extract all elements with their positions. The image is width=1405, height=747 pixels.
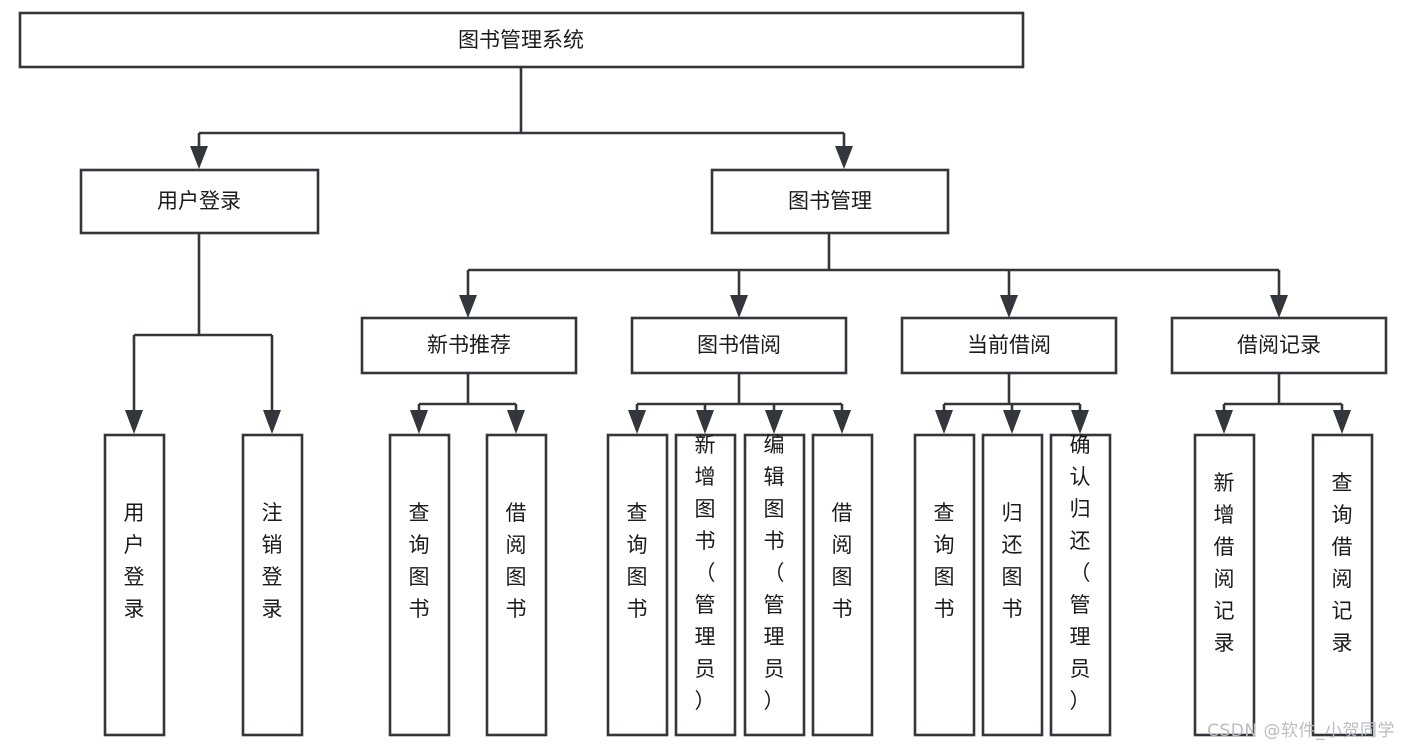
connector-currentborrow-to-leaves — [935, 373, 1089, 434]
arrow-head-icon — [1000, 295, 1018, 318]
leaf-current-borrow-1[interactable]: 归还图书 — [981, 433, 1044, 737]
leaf-current-borrow-0[interactable]: 查询图书 — [913, 433, 976, 737]
leaf-new-book-recommend-0[interactable]: 查询图书 — [388, 433, 451, 737]
connector-newbook-to-leaves — [410, 373, 525, 434]
node-root[interactable]: 图书管理系统 — [18, 11, 1025, 69]
leaf-borrow-record-1[interactable]: 查询借阅记录 — [1311, 433, 1374, 737]
node-root-label: 图书管理系统 — [458, 28, 584, 52]
leaf-book-borrow-1[interactable]: 新增图书（管理员） — [674, 433, 737, 737]
node-current-borrow-label: 当前借阅 — [967, 333, 1051, 357]
arrow-head-icon — [1003, 410, 1021, 434]
leaf-current-borrow-0-label: 查询图书 — [934, 501, 955, 621]
arrow-head-icon — [696, 410, 714, 434]
leaf-borrow-record-1-label: 查询借阅记录 — [1332, 471, 1353, 655]
node-book-management-label: 图书管理 — [788, 189, 872, 213]
arrow-head-icon — [507, 410, 525, 434]
leaf-user-login-1-label: 注销登录 — [262, 501, 283, 621]
arrow-head-icon — [459, 295, 477, 318]
arrow-head-icon — [628, 410, 646, 434]
arrow-head-icon — [765, 410, 783, 434]
connector-root-to-level2 — [190, 67, 853, 169]
leaf-borrow-record-0-label: 新增借阅记录 — [1214, 471, 1235, 655]
leaf-book-borrow-0[interactable]: 查询图书 — [606, 433, 669, 737]
node-book-borrow-label: 图书借阅 — [697, 333, 781, 357]
node-new-book-recommend-label: 新书推荐 — [427, 333, 511, 357]
leaf-book-borrow-2[interactable]: 编辑图书（管理员） — [743, 433, 806, 737]
connector-bookborrow-to-leaves — [628, 373, 851, 434]
arrow-head-icon — [835, 146, 853, 169]
leaf-borrow-record-0[interactable]: 新增借阅记录 — [1193, 433, 1256, 737]
node-borrow-record-label: 借阅记录 — [1237, 333, 1321, 357]
watermark: CSDN @软件_小贺同学 — [1207, 721, 1395, 741]
leaf-user-login-1[interactable]: 注销登录 — [241, 433, 304, 737]
node-current-borrow[interactable]: 当前借阅 — [900, 316, 1118, 375]
leaf-new-book-recommend-1[interactable]: 借阅图书 — [485, 433, 548, 737]
node-user-login[interactable]: 用户登录 — [79, 168, 320, 235]
leaf-current-borrow-1-label: 归还图书 — [1002, 501, 1023, 621]
node-book-borrow[interactable]: 图书借阅 — [630, 316, 848, 375]
arrow-head-icon — [263, 410, 281, 434]
leaf-new-book-recommend-0-label: 查询图书 — [409, 501, 430, 621]
arrow-head-icon — [833, 410, 851, 434]
leaf-user-login-0[interactable]: 用户登录 — [103, 433, 166, 737]
connector-borrowrecord-to-leaves — [1215, 373, 1351, 434]
connector-bookmgmt-to-level3 — [459, 233, 1288, 318]
arrow-head-icon — [1215, 410, 1233, 434]
leaf-book-borrow-3[interactable]: 借阅图书 — [811, 433, 874, 737]
connector-userlogin-to-leaves — [125, 233, 281, 434]
arrow-head-icon — [935, 410, 953, 434]
arrow-head-icon — [1333, 410, 1351, 434]
leaf-book-borrow-0-label: 查询图书 — [627, 501, 648, 621]
node-user-login-label: 用户登录 — [157, 189, 241, 213]
node-book-management[interactable]: 图书管理 — [710, 168, 950, 235]
leaf-book-borrow-2-label: 编辑图书（管理员） — [764, 433, 785, 713]
arrow-head-icon — [1270, 295, 1288, 318]
arrow-head-icon — [125, 410, 143, 434]
arrow-head-icon — [190, 146, 208, 169]
node-borrow-record[interactable]: 借阅记录 — [1170, 316, 1388, 375]
leaf-new-book-recommend-1-label: 借阅图书 — [506, 501, 527, 621]
leaf-current-borrow-2[interactable]: 确认归还（管理员） — [1049, 433, 1112, 737]
leaf-book-borrow-3-label: 借阅图书 — [832, 501, 853, 621]
arrow-head-icon — [730, 295, 748, 318]
leaf-user-login-0-label: 用户登录 — [124, 501, 145, 621]
leaf-current-borrow-2-label: 确认归还（管理员） — [1070, 433, 1091, 713]
arrow-head-icon — [1071, 410, 1089, 434]
node-new-book-recommend[interactable]: 新书推荐 — [360, 316, 578, 375]
arrow-head-icon — [410, 410, 428, 434]
leaf-book-borrow-1-label: 新增图书（管理员） — [695, 433, 716, 713]
